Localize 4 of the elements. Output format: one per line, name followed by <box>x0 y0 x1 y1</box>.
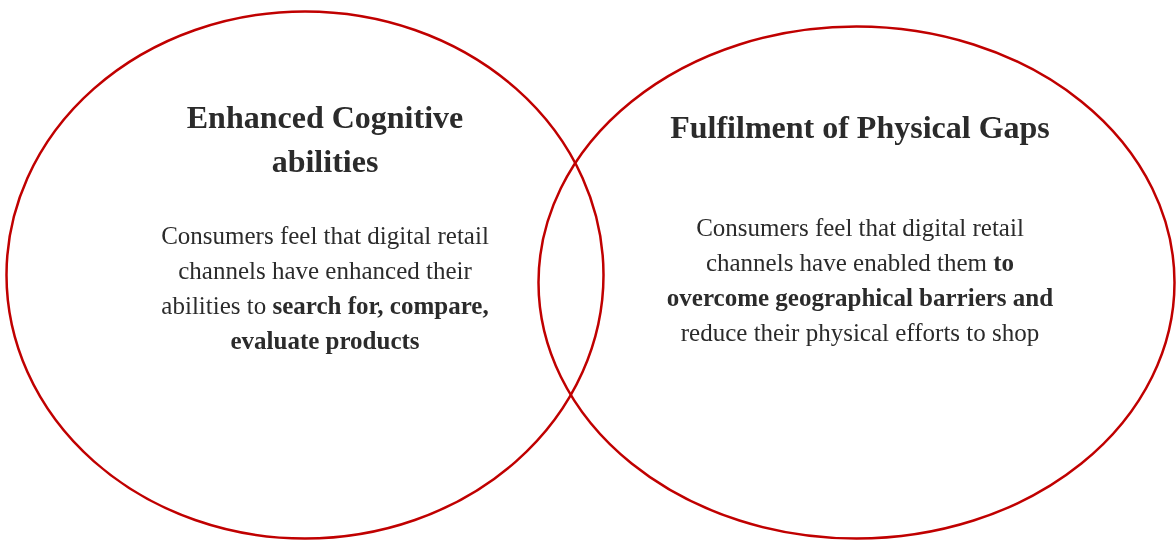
heading: Fulfilment of Physical Gaps <box>670 108 1050 147</box>
description-text: Consumers feel that digital retail channels have enhanced their abilities to search for, compare, evaluate products <box>160 221 490 356</box>
description-text: Consumers feel that digital retail channels have enabled them to overcome geographical barriers and reduce their physical efforts to shop <box>665 213 1055 348</box>
heading: Enhanced Cognitive abilities <box>185 98 465 181</box>
